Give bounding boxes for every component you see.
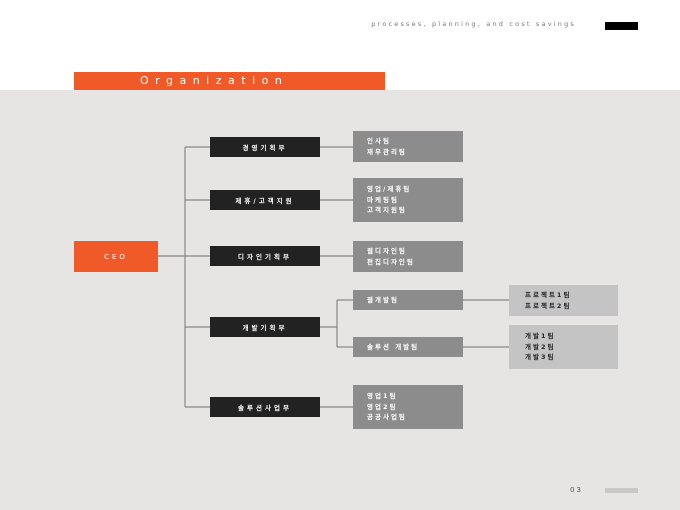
- team-line: 솔루션 개발팀: [367, 342, 420, 351]
- section-title: Organization: [140, 74, 289, 87]
- org-node-team: 솔루션 개발팀: [353, 337, 463, 357]
- team-line: 영업2팀: [367, 402, 398, 411]
- team-line: 웹디자인팀: [367, 247, 407, 255]
- header-tagline: processes, planning, and cost savings: [371, 20, 576, 28]
- org-node-team: 인사팀 재무관리팀: [353, 131, 463, 162]
- org-node-subteam: 개발1팀 개발2팀 개발3팀: [509, 325, 618, 369]
- team-line: 마케팅팀: [367, 195, 399, 204]
- section-title-banner: [74, 72, 385, 90]
- team-line: 웹개발팀: [367, 295, 399, 304]
- org-node-team: 웹개발팀: [353, 290, 463, 310]
- subteam-line: 프로젝트2팀: [525, 301, 572, 310]
- team-line: 공공사업팀: [367, 413, 407, 422]
- footer-accent-bar: [605, 488, 638, 493]
- org-node-ceo: CEO: [74, 241, 158, 272]
- team-line: 인사팀: [367, 137, 391, 145]
- team-line: 영업/제휴팀: [367, 185, 412, 194]
- org-node-team: 영업/제휴팀 마케팅팀 고객지원팀: [353, 178, 463, 222]
- subteam-line: 프로젝트1팀: [525, 291, 572, 299]
- team-line: 재무관리팀: [367, 147, 407, 156]
- subteam-line: 개발3팀: [525, 353, 556, 362]
- header-accent-bar: [605, 22, 638, 30]
- org-node-dept: 개발기획부: [210, 317, 320, 337]
- team-line: 편집디자인팀: [367, 257, 415, 266]
- org-node-team: 영업1팀 영업2팀 공공사업팀: [353, 385, 463, 429]
- subteam-line: 개발2팀: [525, 342, 556, 351]
- org-node-dept: 디자인기획부: [210, 246, 320, 266]
- org-node-dept: 경영기획부: [210, 137, 320, 157]
- org-node-dept: 솔루션사업부: [210, 397, 320, 417]
- team-line: 고객지원팀: [367, 206, 407, 215]
- subteam-line: 개발1팀: [525, 332, 556, 341]
- org-node-dept: 제휴/고객지원: [210, 190, 320, 210]
- page-number: 03: [570, 486, 583, 494]
- team-line: 영업1팀: [367, 392, 398, 401]
- org-node-subteam: 프로젝트1팀 프로젝트2팀: [509, 285, 618, 316]
- org-node-team: 웹디자인팀 편집디자인팀: [353, 241, 463, 272]
